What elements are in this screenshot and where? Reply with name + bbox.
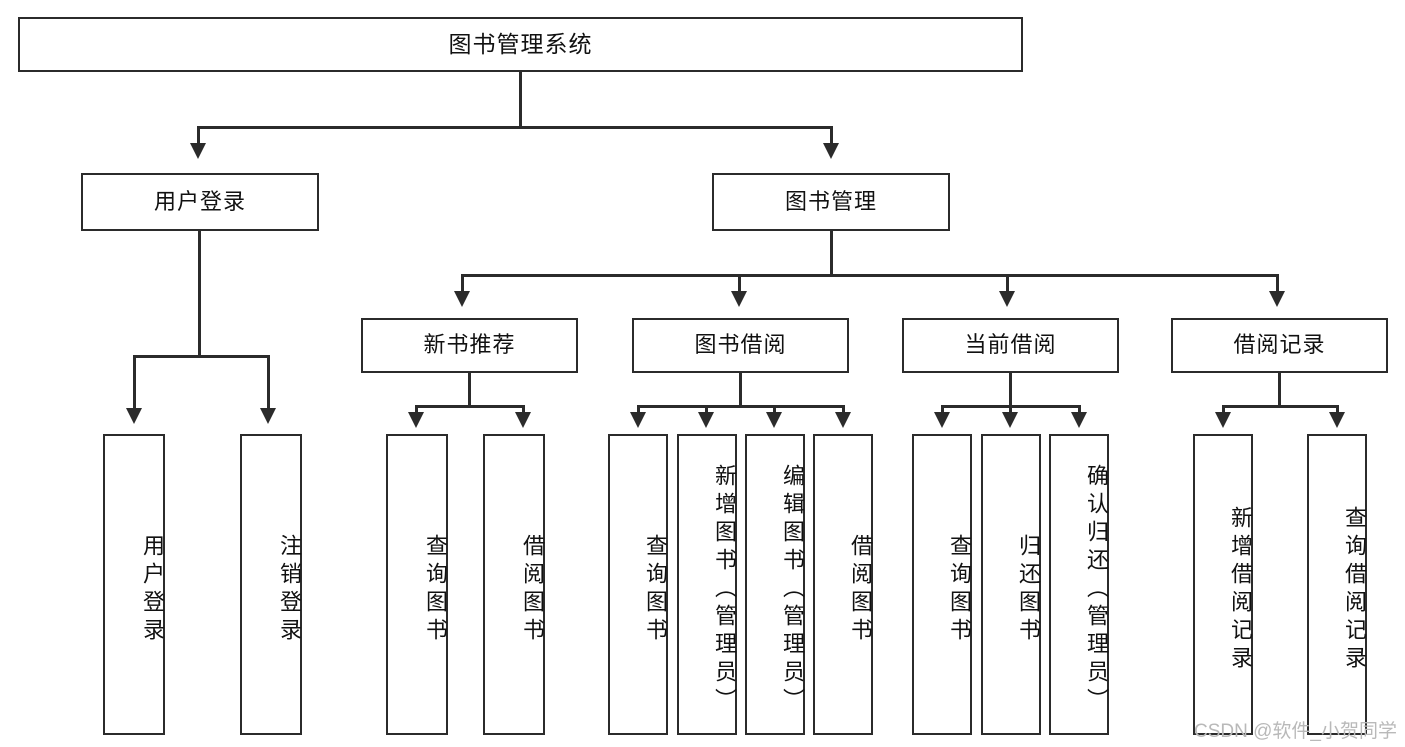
leaf-label: 归还图书 <box>1016 533 1041 646</box>
node-label: 图书管理 <box>784 188 877 214</box>
node-label: 当前借阅 <box>964 332 1057 358</box>
connector-borrow-record-stem <box>1278 373 1281 407</box>
connector-root-to-book-management <box>830 126 833 148</box>
connector-br-to-leaf-1 <box>1222 405 1225 417</box>
connector-borrow-record-bus <box>1222 405 1339 408</box>
leaf-borrow-record-add-record[interactable]: 新增借阅记录 <box>1193 434 1253 735</box>
connector-new-book-stem <box>468 373 471 407</box>
connector-user-login-stem <box>198 231 201 357</box>
arrow-bb-to-leaf-4 <box>835 412 851 428</box>
connector-bm-to-current-borrow <box>1006 274 1009 296</box>
connector-current-borrow-stem <box>1009 373 1012 407</box>
arrow-cb-to-leaf-2 <box>1002 412 1018 428</box>
connector-bb-to-leaf-1 <box>637 405 640 417</box>
leaf-current-borrow-confirm-return-admin[interactable]: 确认归还（管理员） <box>1049 434 1109 735</box>
connector-cb-to-leaf-2 <box>1009 405 1012 417</box>
node-user-login[interactable]: 用户登录 <box>81 173 319 231</box>
connector-new-book-to-leaf-2 <box>522 405 525 417</box>
connector-user-login-to-leaf-1 <box>133 355 136 413</box>
arrow-root-to-book-management <box>823 143 839 159</box>
arrow-br-to-leaf-2 <box>1329 412 1345 428</box>
node-label: 新书推荐 <box>423 332 516 358</box>
watermark-csdn: CSDN @软件_小贺同学 <box>1194 721 1397 742</box>
leaf-book-borrow-add-book-admin[interactable]: 新增图书（管理员） <box>677 434 737 735</box>
node-book-management[interactable]: 图书管理 <box>712 173 950 231</box>
leaf-label: 注销登录 <box>277 533 302 646</box>
connector-book-management-stem <box>830 231 833 276</box>
leaf-label: 用户登录 <box>140 533 165 646</box>
node-label: 借阅记录 <box>1233 332 1326 358</box>
node-label: 用户登录 <box>153 188 246 214</box>
leaf-label: 编辑图书（管理员） <box>780 463 805 716</box>
connector-root-bus <box>197 126 833 129</box>
connector-root-to-user-login <box>197 126 200 148</box>
leaf-label: 新增图书（管理员） <box>712 463 737 716</box>
leaf-label: 查询图书 <box>423 533 448 646</box>
arrow-cb-to-leaf-3 <box>1071 412 1087 428</box>
arrow-new-book-to-leaf-1 <box>408 412 424 428</box>
arrow-cb-to-leaf-1 <box>934 412 950 428</box>
connector-bm-to-new-book <box>461 274 464 296</box>
connector-book-borrow-bus <box>637 405 845 408</box>
connector-root-stem <box>519 72 522 128</box>
node-current-borrow[interactable]: 当前借阅 <box>902 318 1119 373</box>
arrow-bb-to-leaf-3 <box>766 412 782 428</box>
node-borrow-record[interactable]: 借阅记录 <box>1171 318 1388 373</box>
connector-book-borrow-stem <box>739 373 742 407</box>
leaf-label: 借阅图书 <box>848 533 873 646</box>
arrow-bm-to-borrow-record <box>1269 291 1285 307</box>
connector-user-login-bus <box>133 355 270 358</box>
leaf-new-book-borrow-book[interactable]: 借阅图书 <box>483 434 545 735</box>
node-label: 图书管理系统 <box>448 30 593 57</box>
connector-bm-to-book-borrow <box>738 274 741 296</box>
connector-cb-to-leaf-3 <box>1078 405 1081 417</box>
leaf-new-book-query-book[interactable]: 查询图书 <box>386 434 448 735</box>
leaf-label: 查询图书 <box>643 533 668 646</box>
leaf-user-login-login[interactable]: 用户登录 <box>103 434 165 735</box>
connector-br-to-leaf-2 <box>1336 405 1339 417</box>
arrow-bb-to-leaf-2 <box>698 412 714 428</box>
arrow-bm-to-current-borrow <box>999 291 1015 307</box>
arrow-br-to-leaf-1 <box>1215 412 1231 428</box>
arrow-user-login-to-leaf-1 <box>126 408 142 424</box>
leaf-book-borrow-query-book[interactable]: 查询图书 <box>608 434 668 735</box>
leaf-label: 查询图书 <box>947 533 972 646</box>
connector-bm-to-borrow-record <box>1276 274 1279 296</box>
arrow-bm-to-new-book <box>454 291 470 307</box>
connector-bb-to-leaf-4 <box>842 405 845 417</box>
arrow-new-book-to-leaf-2 <box>515 412 531 428</box>
node-new-book-recommend[interactable]: 新书推荐 <box>361 318 578 373</box>
leaf-label: 查询借阅记录 <box>1342 505 1367 674</box>
arrow-bm-to-book-borrow <box>731 291 747 307</box>
connector-cb-to-leaf-1 <box>941 405 944 417</box>
node-root-book-management-system[interactable]: 图书管理系统 <box>18 17 1023 72</box>
leaf-book-borrow-edit-book-admin[interactable]: 编辑图书（管理员） <box>745 434 805 735</box>
leaf-book-borrow-borrow-book[interactable]: 借阅图书 <box>813 434 873 735</box>
leaf-current-borrow-query-book[interactable]: 查询图书 <box>912 434 972 735</box>
leaf-label: 新增借阅记录 <box>1228 505 1253 674</box>
arrow-bb-to-leaf-1 <box>630 412 646 428</box>
node-label: 图书借阅 <box>694 332 787 358</box>
leaf-user-login-logout[interactable]: 注销登录 <box>240 434 302 735</box>
connector-bb-to-leaf-2 <box>705 405 708 417</box>
connector-user-login-to-leaf-2 <box>267 355 270 413</box>
arrow-user-login-to-leaf-2 <box>260 408 276 424</box>
connector-book-management-bus <box>461 274 1279 277</box>
leaf-borrow-record-query-record[interactable]: 查询借阅记录 <box>1307 434 1367 735</box>
leaf-current-borrow-return-book[interactable]: 归还图书 <box>981 434 1041 735</box>
connector-new-book-to-leaf-1 <box>415 405 418 417</box>
leaf-label: 确认归还（管理员） <box>1084 463 1109 716</box>
node-book-borrow[interactable]: 图书借阅 <box>632 318 849 373</box>
leaf-label: 借阅图书 <box>520 533 545 646</box>
connector-bb-to-leaf-3 <box>773 405 776 417</box>
connector-new-book-bus <box>415 405 525 408</box>
arrow-root-to-user-login <box>190 143 206 159</box>
